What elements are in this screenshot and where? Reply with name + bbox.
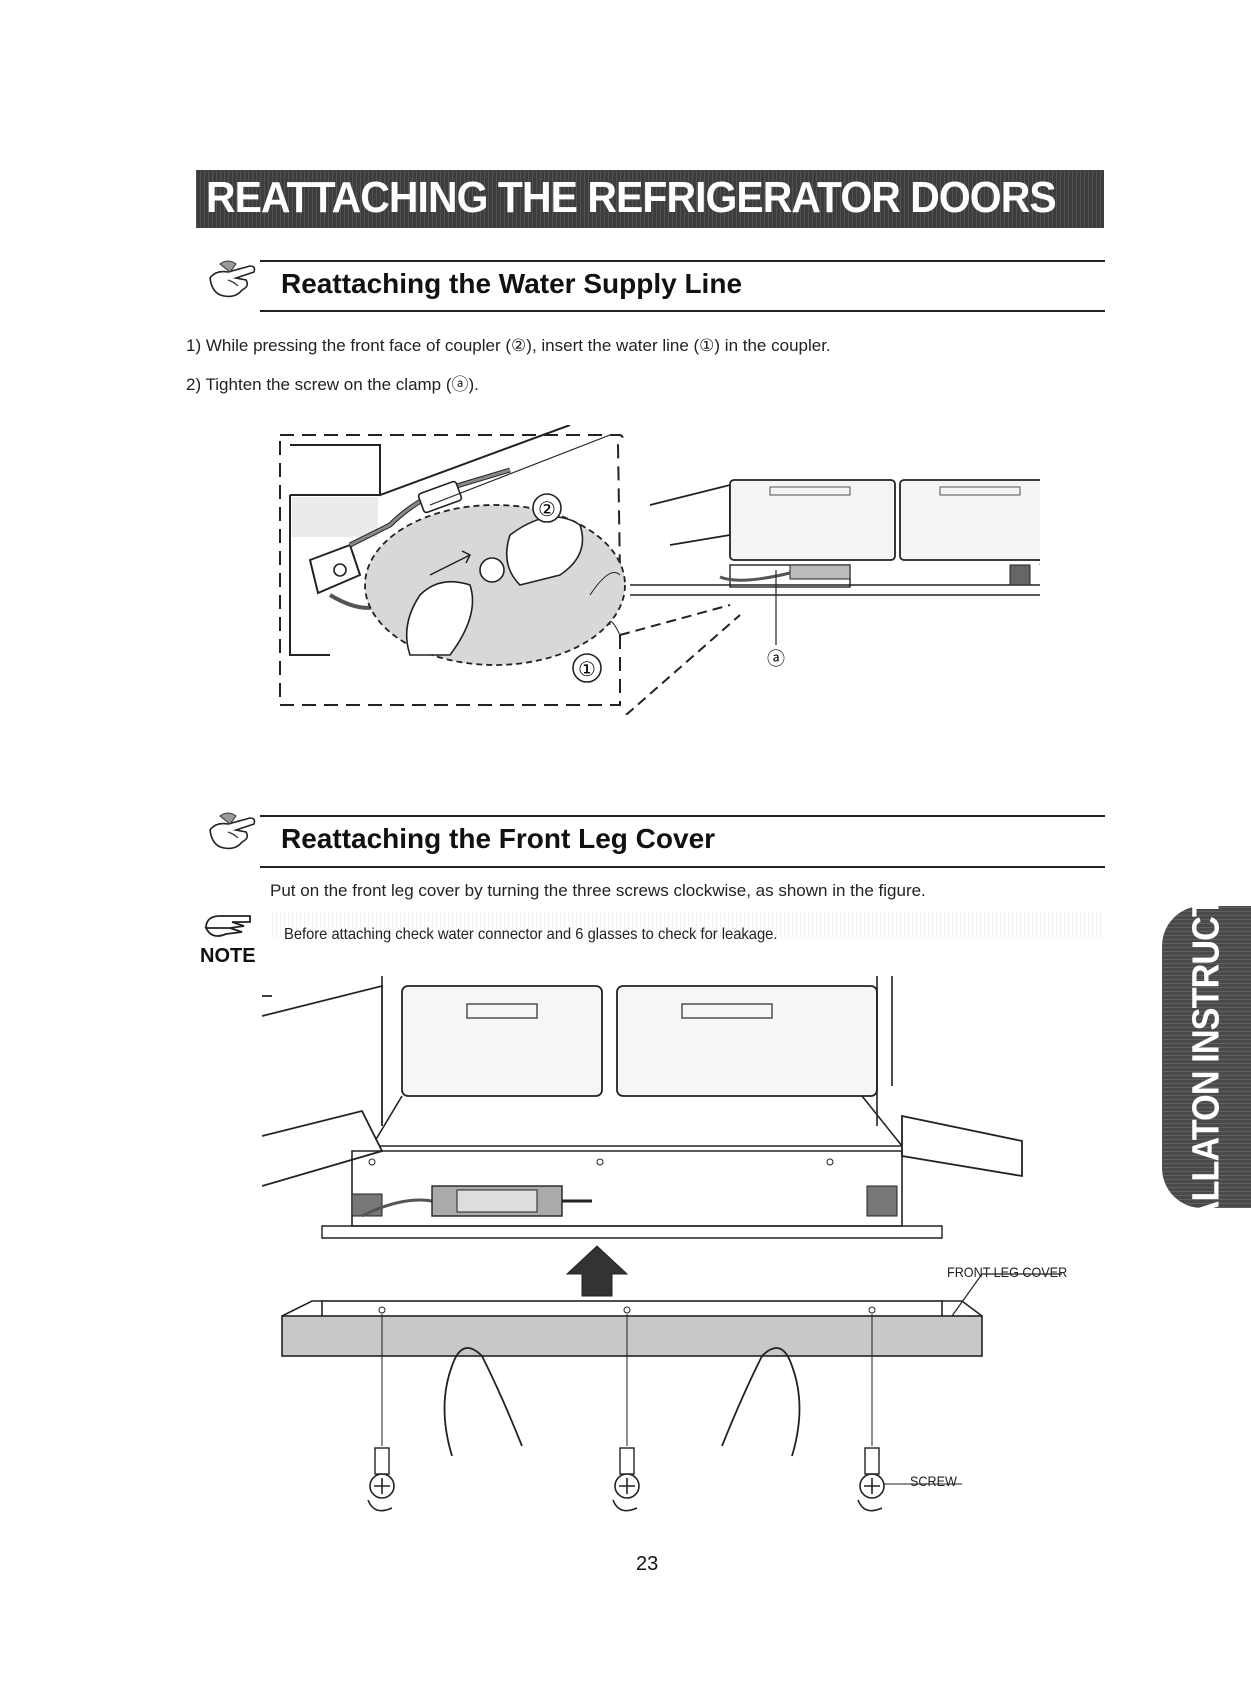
- section-title-water: Reattaching the Water Supply Line: [281, 268, 743, 299]
- label-front-leg-cover: FRONT LEG COVER: [947, 1264, 1068, 1280]
- label-coupler: ②: [538, 499, 556, 521]
- step-2-text: 2) Tighten the screw on the clamp (ⓐ).: [186, 375, 479, 394]
- label-clamp: ⓐ: [767, 649, 785, 669]
- section-title-leg-cover: Reattaching the Front Leg Cover: [281, 823, 716, 854]
- section-rule-bottom: [260, 866, 1105, 868]
- water-line-figure: ② ① ⓐ: [279, 425, 1040, 715]
- screw-icon: [612, 1447, 640, 1512]
- section-rule-bottom: [260, 310, 1105, 312]
- side-tab: INSTALLATON INSTRUCTIONS: [1162, 817, 1251, 1297]
- note-hand-icon: [204, 915, 251, 937]
- screw-icon: [857, 1447, 962, 1512]
- banner-title: REATTACHING THE REFRIGERATOR DOORS: [206, 173, 1057, 222]
- pointing-hand-icon: [209, 812, 256, 850]
- label-screw: SCREW: [910, 1473, 957, 1489]
- note-text: Before attaching check water connector a…: [284, 926, 778, 943]
- step-1-text: 1) While pressing the front face of coup…: [186, 336, 831, 355]
- section-rule-top: [260, 815, 1105, 817]
- section-rule-top: [260, 260, 1105, 262]
- screw-icon: [367, 1447, 395, 1512]
- page-banner: REATTACHING THE REFRIGERATOR DOORS: [196, 170, 1104, 228]
- side-tab-text: INSTALLATON INSTRUCTIONS: [1185, 817, 1227, 1297]
- page-number: 23: [636, 1553, 659, 1575]
- note-label: NOTE: [200, 945, 256, 967]
- leg-cover-figure: [262, 976, 1062, 1512]
- note-band: [272, 912, 1102, 938]
- pointing-hand-icon: [209, 260, 256, 298]
- label-water-line: ①: [578, 659, 596, 681]
- leg-cover-instruction: Put on the front leg cover by turning th…: [270, 881, 926, 900]
